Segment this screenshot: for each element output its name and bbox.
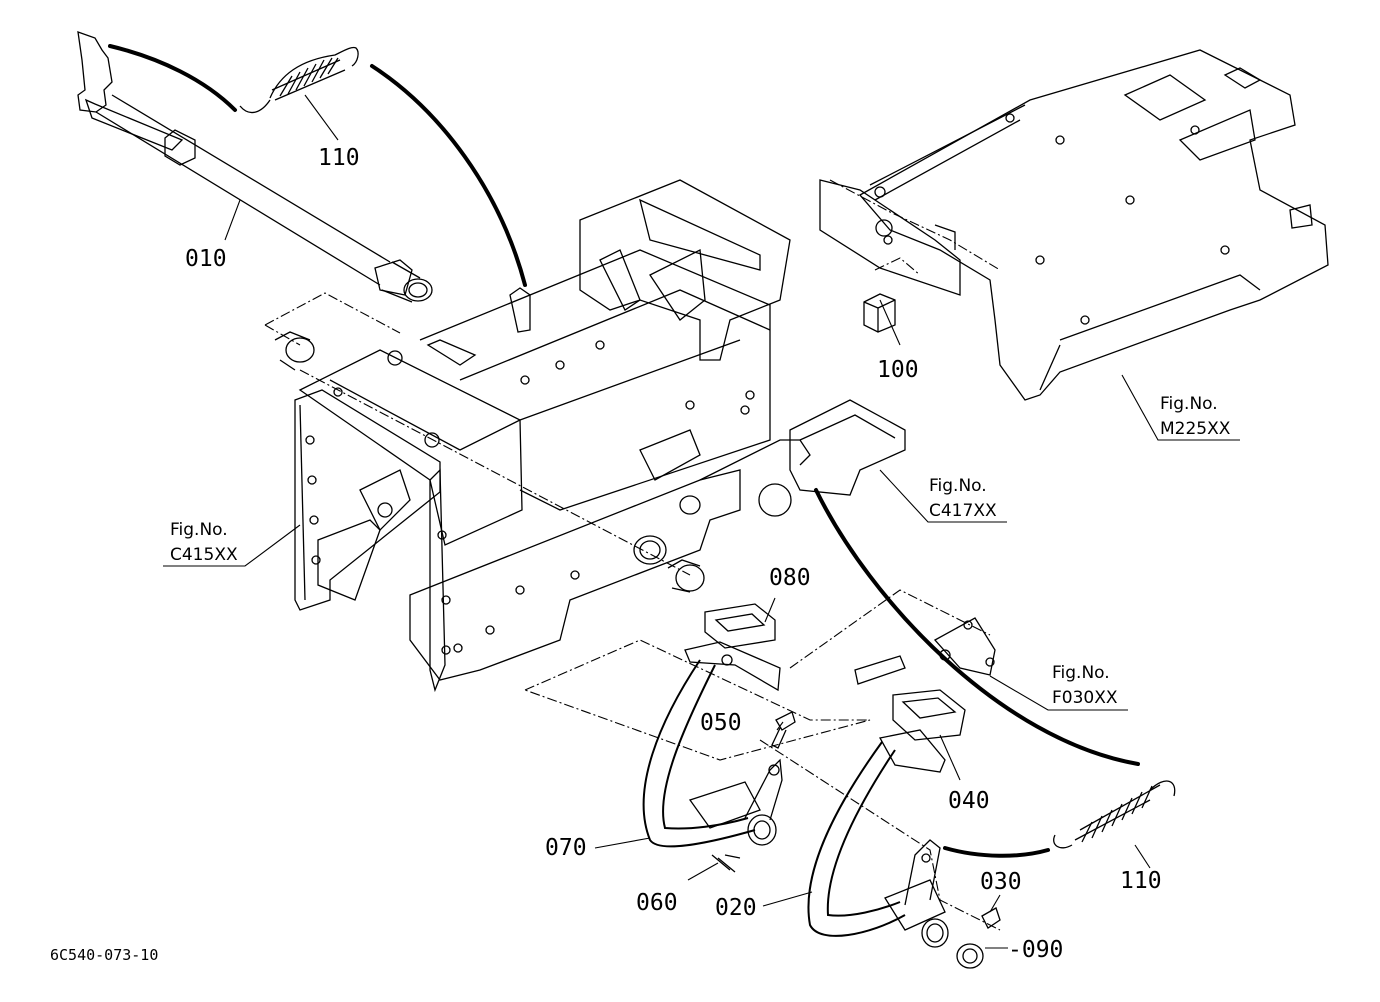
label-110-bottom: 110 <box>1120 868 1162 894</box>
drawing-code: 6C540-073-10 <box>50 946 158 964</box>
main-frame <box>274 179 811 693</box>
pedal-070 <box>642 603 796 873</box>
spring-path-curve-3 <box>943 846 1050 858</box>
figref-c415-caption: Fig.No. <box>170 520 228 540</box>
figref-m225-caption: Fig.No. <box>1160 394 1218 414</box>
label-080: 080 <box>769 565 811 591</box>
label-020: 020 <box>715 895 757 921</box>
figref-c415-number: C415XX <box>170 545 238 565</box>
label-110-top: 110 <box>318 145 360 171</box>
bracket-c417 <box>789 399 906 496</box>
label-060: 060 <box>636 890 678 916</box>
pedal-020 <box>807 689 1001 969</box>
spring-path-curve-1 <box>108 44 237 112</box>
figref-c417-number: C417XX <box>929 501 997 521</box>
label-050: 050 <box>700 710 742 736</box>
label-090: -090 <box>1008 937 1063 963</box>
label-030: 030 <box>980 869 1022 895</box>
bracket-f030 <box>854 617 996 685</box>
figref-m225-number: M225XX <box>1160 419 1231 439</box>
figref-f030-caption: Fig.No. <box>1052 663 1110 683</box>
label-070: 070 <box>545 835 587 861</box>
label-040: 040 <box>948 788 990 814</box>
spring-110-bottom <box>1053 780 1176 849</box>
figref-c417-caption: Fig.No. <box>929 476 987 496</box>
spring-path-curve-4 <box>814 488 1140 766</box>
label-010: 010 <box>185 246 227 272</box>
alignment-lines <box>264 179 1001 931</box>
figref-f030-number: F030XX <box>1052 688 1118 708</box>
floor-plate-m225 <box>819 49 1329 401</box>
pedal-shaft-010 <box>77 31 433 303</box>
spring-path-curve-2 <box>370 64 527 287</box>
label-100: 100 <box>877 357 919 383</box>
leader-lines <box>163 94 1240 949</box>
spring-110-top <box>239 46 359 114</box>
